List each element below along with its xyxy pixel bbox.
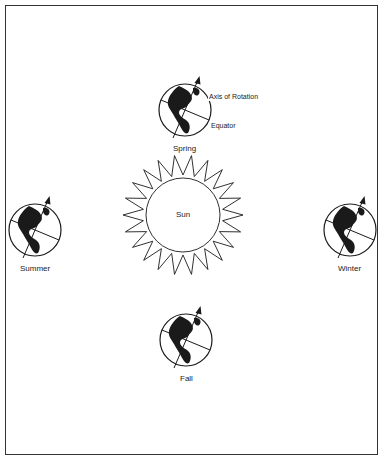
summer-globe: Summer [3, 192, 67, 275]
globe-drawing [153, 72, 217, 144]
equator-label: Equator [210, 121, 237, 130]
season-label: Fall [179, 374, 194, 384]
season-label: Spring [172, 144, 197, 154]
spring-globe: Spring [153, 72, 217, 155]
winter-globe: Winter [318, 192, 382, 275]
season-label: Winter [337, 264, 362, 274]
season-label: Summer [19, 264, 51, 274]
fall-globe: Fall [154, 302, 218, 385]
axis-label: Axis of Rotation [208, 92, 259, 101]
sun-shape: Sun [121, 153, 245, 277]
globe-drawing [154, 302, 218, 374]
globe-drawing [3, 192, 67, 264]
sun-label: Sun [175, 210, 191, 220]
globe-drawing [318, 192, 382, 264]
